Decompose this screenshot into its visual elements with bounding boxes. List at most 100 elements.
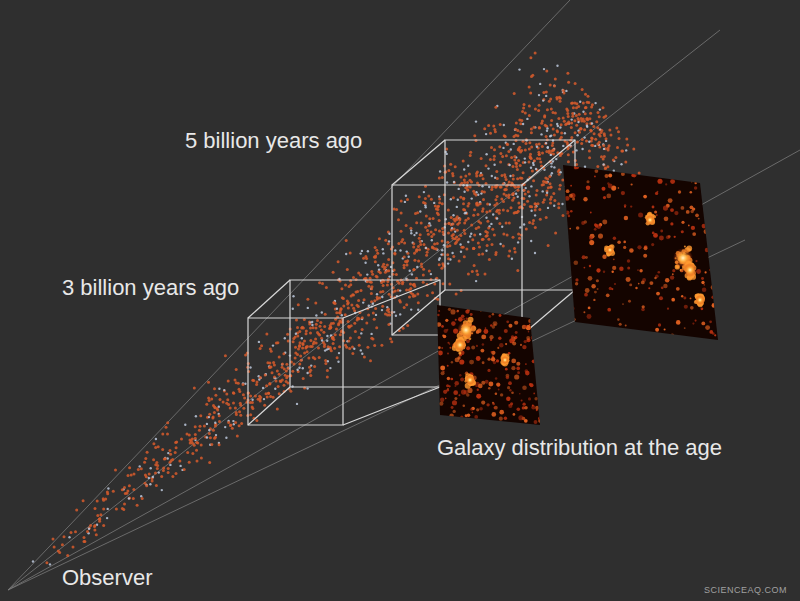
dot <box>483 329 488 334</box>
dot <box>425 254 428 257</box>
dot <box>321 282 324 285</box>
dot <box>503 134 506 137</box>
dot <box>533 349 537 353</box>
dot <box>337 361 339 363</box>
dot <box>406 264 409 267</box>
dot <box>194 433 197 436</box>
dot <box>470 313 473 316</box>
dot <box>575 102 578 105</box>
dot <box>491 412 496 417</box>
dot <box>557 117 560 120</box>
dot <box>534 348 537 351</box>
dot <box>446 253 449 256</box>
dot <box>613 170 615 172</box>
dot <box>410 232 412 234</box>
dot <box>458 217 461 220</box>
dot <box>538 157 541 160</box>
dot <box>498 337 501 340</box>
dot <box>566 109 569 112</box>
dot <box>504 329 508 333</box>
dot <box>388 313 391 316</box>
dot <box>320 337 323 340</box>
dot <box>602 106 605 109</box>
dot <box>305 346 308 349</box>
dot <box>589 122 592 125</box>
dot <box>443 335 447 339</box>
dot <box>98 520 101 523</box>
dot <box>271 371 274 374</box>
dot <box>557 202 560 205</box>
dot <box>532 219 535 222</box>
dot <box>466 188 469 191</box>
dot <box>467 205 470 208</box>
dot <box>171 475 174 478</box>
dot <box>417 259 420 262</box>
dot <box>476 171 479 174</box>
dot <box>518 237 521 240</box>
dot <box>403 306 406 309</box>
dot <box>394 249 396 251</box>
dot <box>507 163 510 166</box>
dot <box>373 318 376 321</box>
dot <box>530 185 532 187</box>
dot <box>419 243 422 246</box>
dot <box>413 268 416 271</box>
dot <box>199 425 202 428</box>
dot <box>541 184 544 187</box>
dot <box>555 158 557 160</box>
dot <box>533 159 536 162</box>
dot <box>501 155 504 158</box>
dot <box>595 120 598 123</box>
dot <box>590 144 593 147</box>
dot <box>412 268 415 271</box>
dot <box>550 119 553 122</box>
dot <box>322 331 325 334</box>
dot <box>558 169 561 172</box>
dot <box>441 249 443 251</box>
dot <box>502 200 505 203</box>
dot <box>477 389 479 391</box>
dot <box>132 488 135 491</box>
dot <box>196 460 199 463</box>
dot <box>361 250 363 252</box>
dot <box>475 227 478 230</box>
dot <box>542 180 545 183</box>
dot <box>489 158 492 161</box>
dot <box>571 102 574 105</box>
dot <box>372 312 375 315</box>
dot <box>472 214 475 217</box>
dot <box>494 186 497 189</box>
dot <box>512 165 515 168</box>
dot <box>144 473 147 476</box>
dot <box>448 222 451 225</box>
dot <box>589 129 592 132</box>
dot <box>533 334 538 339</box>
dot <box>556 65 558 67</box>
dot <box>500 310 502 312</box>
dot <box>469 186 472 189</box>
dot <box>415 248 418 251</box>
dot <box>361 316 364 319</box>
dot <box>470 419 475 424</box>
dot <box>169 453 172 456</box>
dot <box>349 252 352 255</box>
dot <box>369 359 372 362</box>
dot <box>276 341 279 344</box>
dot <box>578 113 581 116</box>
dot <box>587 95 590 98</box>
dot <box>486 203 489 206</box>
dot <box>602 144 605 147</box>
dot <box>305 330 308 333</box>
dot <box>382 248 384 250</box>
dot <box>306 350 309 353</box>
dot <box>115 507 118 510</box>
dot <box>579 127 582 130</box>
dot <box>231 427 234 430</box>
dot <box>440 419 443 422</box>
dot <box>297 303 300 306</box>
dot <box>451 361 453 363</box>
dot <box>405 288 408 291</box>
dot <box>539 160 542 163</box>
dot <box>278 373 281 376</box>
